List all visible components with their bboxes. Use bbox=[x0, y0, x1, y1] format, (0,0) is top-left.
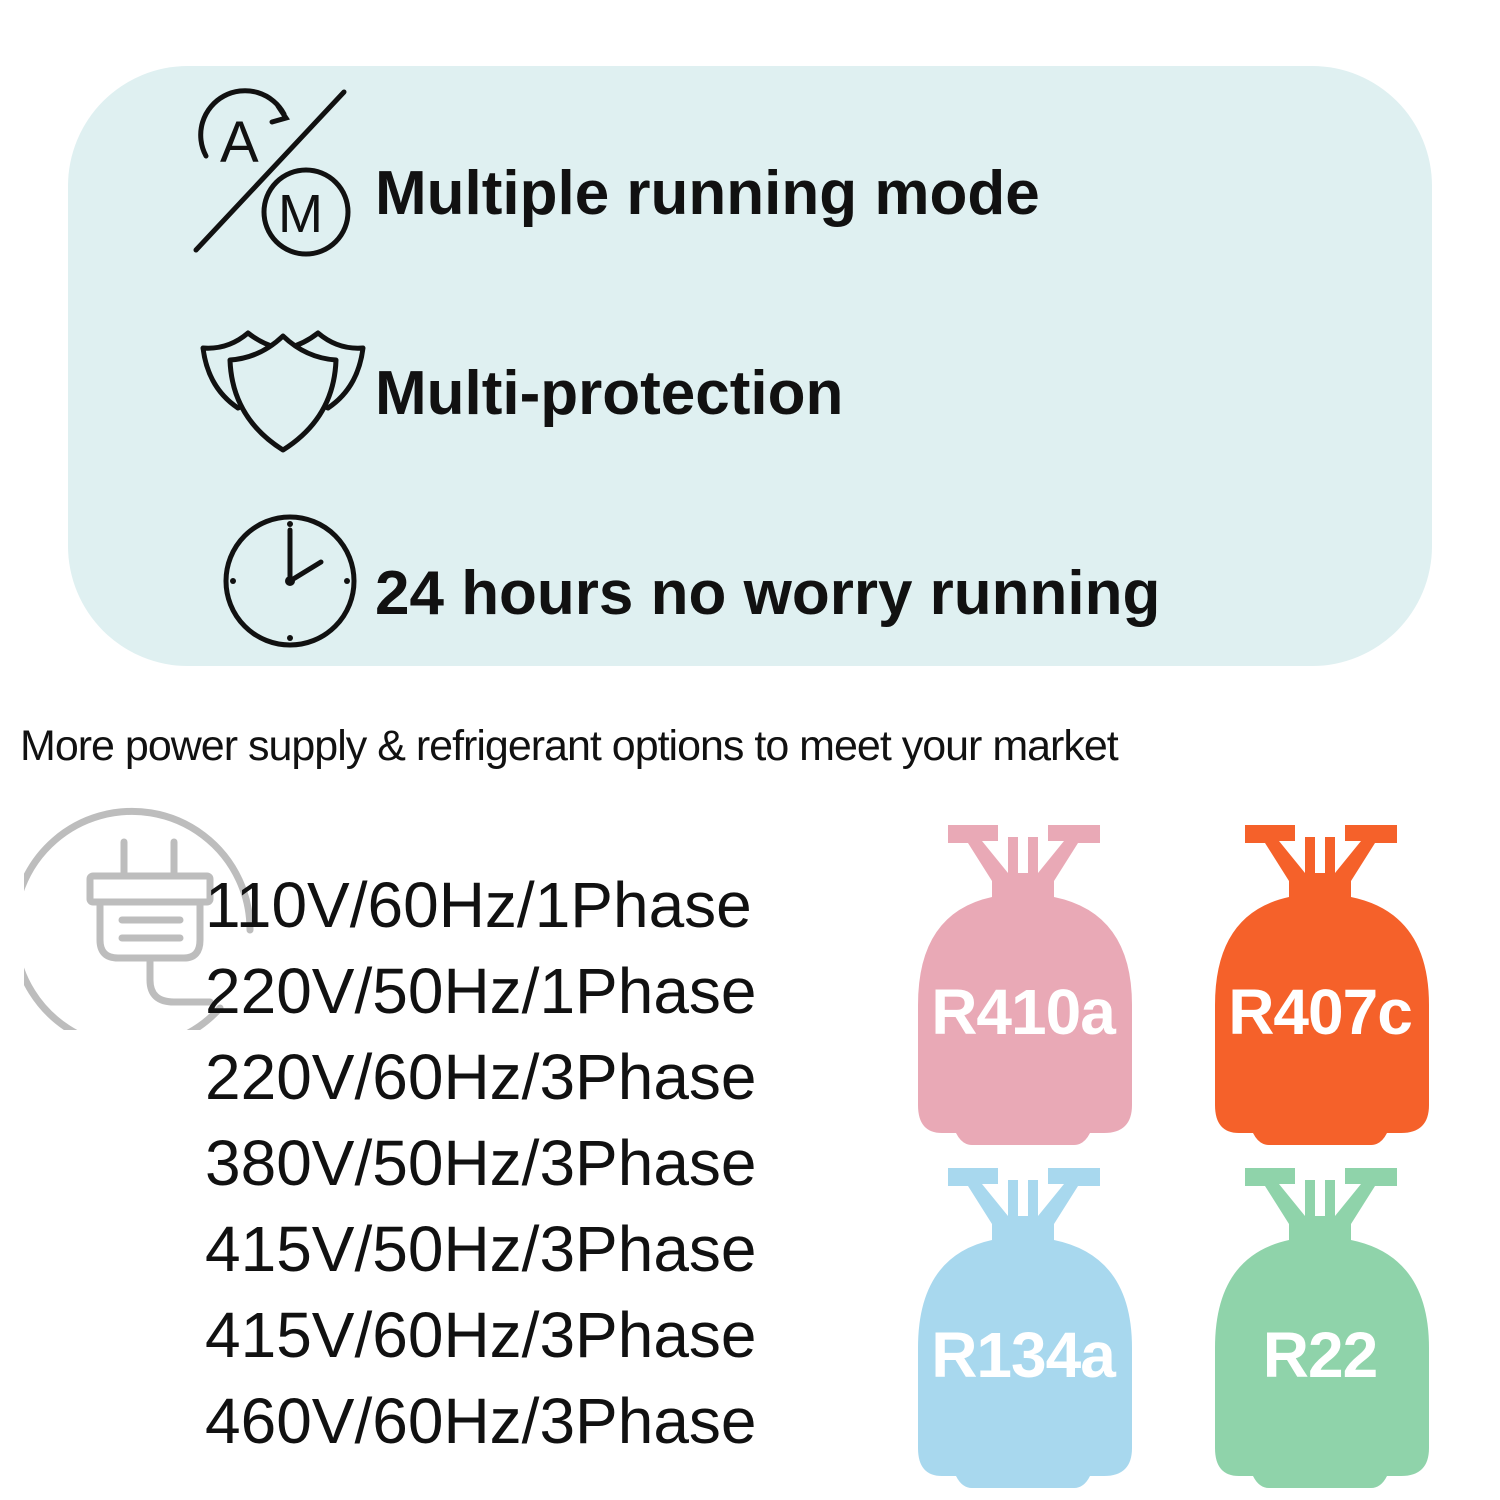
refrigerant-label: R22 bbox=[1262, 1319, 1378, 1391]
refrigerant-tank-r134a: R134a bbox=[918, 1158, 1138, 1488]
voltage-option: 415V/60Hz/3Phase bbox=[205, 1299, 757, 1371]
refrigerant-label: R407c bbox=[1228, 976, 1413, 1048]
refrigerant-tank-r22: R22 bbox=[1215, 1158, 1435, 1488]
refrigerant-tank-icon bbox=[918, 825, 1132, 1145]
voltage-option: 415V/50Hz/3Phase bbox=[205, 1213, 757, 1285]
feature-label: Multi-protection bbox=[375, 359, 844, 428]
voltage-options-list: 110V/60Hz/1Phase 220V/50Hz/1Phase 220V/6… bbox=[205, 862, 757, 1464]
tank-body bbox=[918, 825, 1132, 1145]
feature-label: Multiple running mode bbox=[375, 159, 1040, 228]
shield-protection-icon bbox=[200, 330, 366, 453]
feature-label: 24 hours no worry running bbox=[375, 559, 1161, 628]
voltage-option: 460V/60Hz/3Phase bbox=[205, 1385, 757, 1457]
refrigerant-tank-icon bbox=[1215, 825, 1429, 1145]
voltage-option: 220V/60Hz/3Phase bbox=[205, 1041, 757, 1113]
voltage-option: 380V/50Hz/3Phase bbox=[205, 1127, 757, 1199]
feature-panel: A M Multiple running mode Multi-protecti… bbox=[68, 66, 1432, 666]
refrigerant-tank-r407c: R407c bbox=[1215, 815, 1435, 1145]
auto-letter: A bbox=[220, 110, 259, 175]
power-plug-icon bbox=[24, 807, 254, 1030]
tank-body bbox=[1215, 825, 1429, 1145]
refrigerant-label: R410a bbox=[931, 976, 1116, 1048]
refrigerant-tank-icon bbox=[1215, 1168, 1429, 1488]
power-section-title: More power supply & refrigerant options … bbox=[20, 722, 1119, 770]
tank-body bbox=[1215, 1168, 1429, 1488]
tank-body bbox=[918, 1168, 1132, 1488]
voltage-option: 110V/60Hz/1Phase bbox=[205, 869, 752, 941]
voltage-option: 220V/50Hz/1Phase bbox=[205, 955, 757, 1027]
refrigerant-tank-icon bbox=[918, 1168, 1132, 1488]
refrigerant-tank-r410a: R410a bbox=[918, 815, 1138, 1145]
refrigerant-label: R134a bbox=[931, 1319, 1116, 1391]
auto-manual-mode-icon: A M bbox=[193, 88, 351, 257]
manual-letter: M bbox=[278, 184, 323, 244]
feature-multi-protection: Multi-protection bbox=[68, 266, 1432, 466]
clock-icon bbox=[223, 514, 357, 648]
feature-multiple-running-mode: A M Multiple running mode bbox=[68, 66, 1432, 266]
feature-24-hours-running: 24 hours no worry running bbox=[68, 466, 1432, 666]
